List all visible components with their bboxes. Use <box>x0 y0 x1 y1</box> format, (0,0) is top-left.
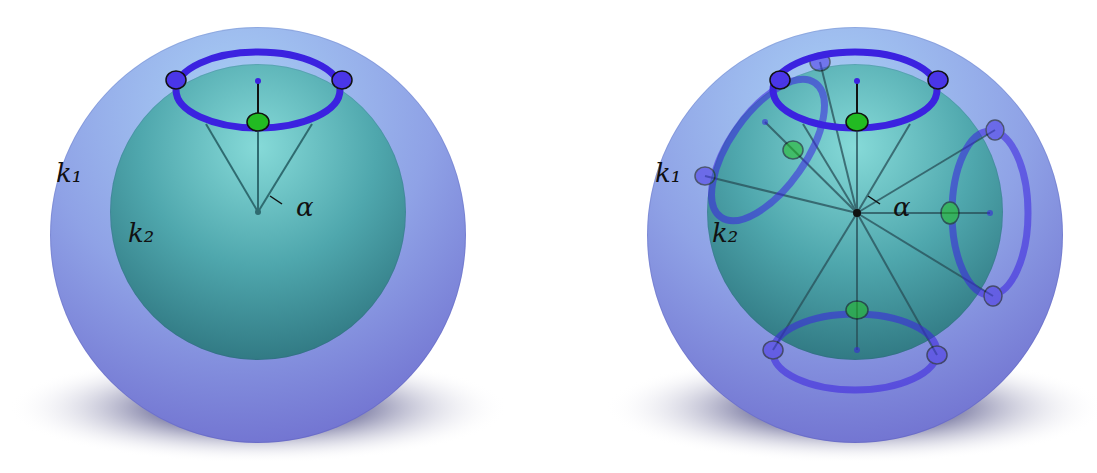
angle-label: α <box>893 194 911 220</box>
outer-sphere <box>50 27 466 443</box>
angle-leader <box>868 196 880 204</box>
region-label: k₁ <box>655 160 681 186</box>
sphere-outline <box>707 64 1003 360</box>
green-point <box>846 113 868 131</box>
green-point <box>247 113 269 131</box>
radial-lines <box>705 62 995 355</box>
region-label: k₁ <box>56 160 82 186</box>
angle-label: α <box>296 194 314 220</box>
inner-sphere-region: k₂ <box>707 64 1003 360</box>
sphere-outline <box>110 64 406 360</box>
outer-sphere-region: k₁ k₂ <box>50 27 466 443</box>
inner-sphere <box>110 64 406 360</box>
region-label: k₂ <box>712 220 738 246</box>
inner-sphere-region: k₂ <box>110 64 406 360</box>
outer-sphere-region: k₁ k₂ <box>647 27 1063 443</box>
region-label: k₂ <box>128 220 154 246</box>
outer-sphere <box>647 27 1063 443</box>
angle-leader <box>270 196 282 204</box>
extra-rings <box>690 53 1028 390</box>
